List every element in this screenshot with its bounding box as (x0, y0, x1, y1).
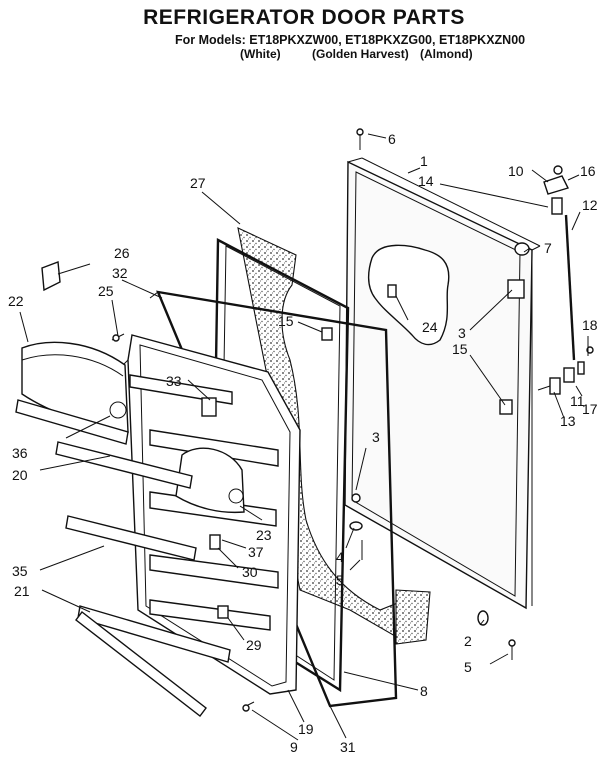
callout-2: 2 (464, 633, 472, 649)
callout-13: 13 (560, 413, 576, 429)
callout-14: 14 (418, 173, 434, 189)
callout-3a: 3 (458, 325, 466, 341)
callout-32: 32 (112, 265, 128, 281)
color-white: (White) (240, 47, 281, 61)
leader-lines (19, 133, 589, 741)
callout-15a: 15 (278, 313, 294, 329)
callout-3b: 3 (372, 429, 380, 445)
label-decal (367, 244, 450, 346)
callout-33: 33 (166, 373, 182, 389)
callout-17: 17 (582, 401, 598, 417)
callout-5a: 5 (336, 572, 344, 588)
callout-5b: 5 (464, 659, 472, 675)
callout-7: 7 (544, 240, 552, 256)
callout-24: 24 (422, 319, 438, 335)
callout-25: 25 (98, 283, 114, 299)
callout-18: 18 (582, 317, 598, 333)
callout-29: 29 (246, 637, 262, 653)
label-clip (387, 284, 397, 298)
callout-19: 19 (298, 721, 314, 737)
callout-4: 4 (336, 549, 344, 565)
callout-6: 6 (388, 131, 396, 147)
butter-cover (175, 447, 245, 514)
door-insulation (237, 227, 431, 645)
callout-31: 31 (340, 739, 356, 755)
callout-37: 37 (248, 544, 264, 560)
model-list: For Models: ET18PKXZW00, ET18PKXZG00, ET… (175, 33, 526, 47)
diagram-title: REFRIGERATOR DOOR PARTS (143, 6, 465, 29)
color-almond: (Almond) (420, 47, 473, 61)
callout-1: 1 (420, 153, 428, 169)
small-hardware (41, 128, 594, 712)
callout-27: 27 (190, 175, 206, 191)
callout-16: 16 (580, 163, 596, 179)
callout-22: 22 (8, 293, 24, 309)
door-bars (15, 399, 231, 717)
callout-8: 8 (420, 683, 428, 699)
callout-20: 20 (12, 467, 28, 483)
callout-23: 23 (256, 527, 272, 543)
color-golden-harvest: (Golden Harvest) (312, 47, 409, 61)
callout-15b: 15 (452, 341, 468, 357)
callout-labels: 1 2 3 3 4 5 5 6 7 8 9 10 11 12 13 14 15 … (8, 131, 598, 755)
callout-35: 35 (12, 563, 28, 579)
callout-11: 11 (570, 393, 585, 409)
outer-door-panel (344, 157, 541, 610)
callout-21: 21 (14, 583, 30, 599)
callout-12: 12 (582, 197, 598, 213)
diagram-header: REFRIGERATOR DOOR PARTS For Models: ET18… (0, 0, 608, 70)
callout-30: 30 (242, 564, 258, 580)
callout-10: 10 (508, 163, 524, 179)
callout-36: 36 (12, 445, 28, 461)
callout-9: 9 (290, 739, 298, 755)
callout-26: 26 (114, 245, 130, 261)
